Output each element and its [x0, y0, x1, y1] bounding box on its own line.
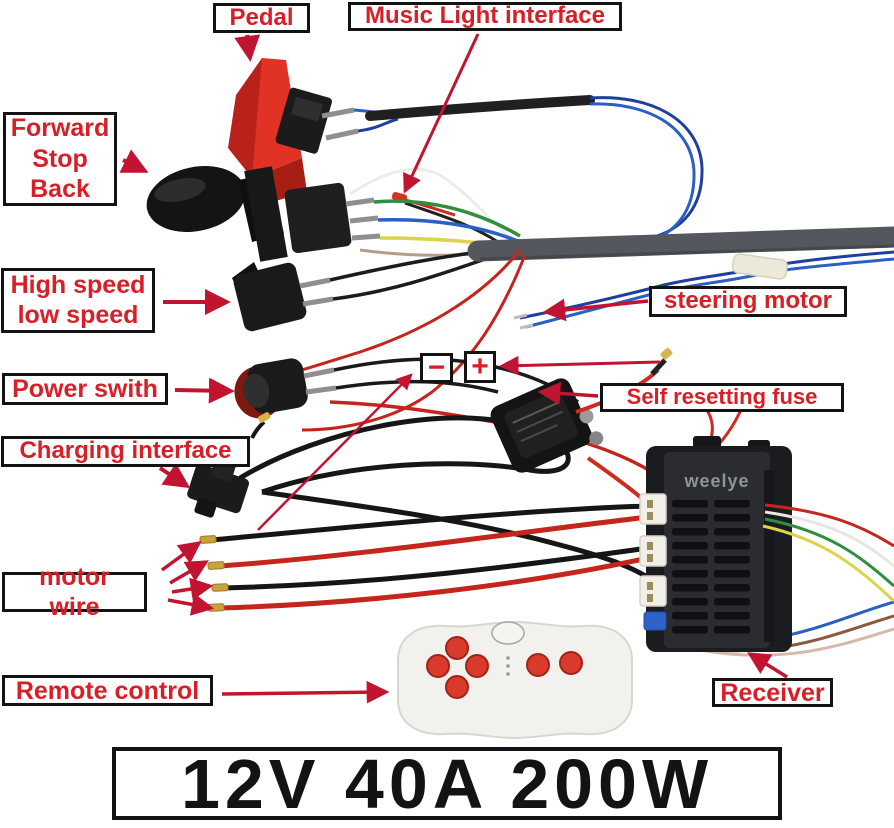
motor-wires: [199, 503, 649, 612]
label-motor-wire: motor wire: [2, 563, 147, 621]
pedal-arrow: [234, 34, 261, 62]
forward-stop-back-arrow: [119, 149, 149, 173]
label-charging-interface: Charging interface: [1, 436, 250, 467]
receiver-arrow: [747, 652, 788, 679]
high-low-speed-switch: [232, 248, 501, 332]
label-high-low-speed: High speed low speed: [1, 268, 155, 333]
steering-motor-wires: [513, 250, 894, 330]
remote-control-device: [397, 620, 633, 740]
label-pedal: Pedal: [213, 3, 310, 33]
motor-wire-arrow-4: [167, 593, 215, 616]
plus-pointer-line: [499, 355, 661, 376]
motor-wire-arrow-3: [171, 577, 214, 601]
music-light-cable: [353, 95, 704, 244]
label-forward-stop-back: Forward Stop Back: [3, 112, 117, 206]
pedal-component: [228, 58, 359, 206]
remote-control-arrow: [221, 680, 390, 704]
power-switch-arrow: [174, 377, 235, 404]
gear-shifter: [146, 166, 521, 262]
annotation-arrows: [119, 33, 788, 704]
label-receiver: Receiver: [712, 678, 833, 707]
label-music-light-interface: Music Light interface: [348, 2, 622, 31]
label-power-rating: 12V 40A 200W: [112, 745, 782, 823]
label-minus-symbol: −: [420, 351, 453, 384]
label-steering-motor: steering motor: [649, 286, 847, 317]
label-self-resetting-fuse: Self resetting fuse: [600, 383, 844, 412]
music-light-arrow: [403, 33, 480, 194]
label-plus-symbol: +: [464, 350, 496, 383]
receiver-brand-text: weelye: [683, 471, 749, 491]
minus-pointer-line: [257, 373, 413, 531]
motor-wire-arrow-1: [160, 540, 202, 572]
fuse-arrow: [537, 382, 599, 405]
motor-wire-arrow-2: [169, 560, 209, 585]
charging-interface-arrow: [158, 462, 191, 489]
steering-motor-arrow: [542, 298, 649, 322]
label-power-switch: Power swith: [2, 373, 168, 405]
receiver-box: weelye: [639, 436, 894, 657]
label-remote-control: Remote control: [2, 675, 213, 706]
